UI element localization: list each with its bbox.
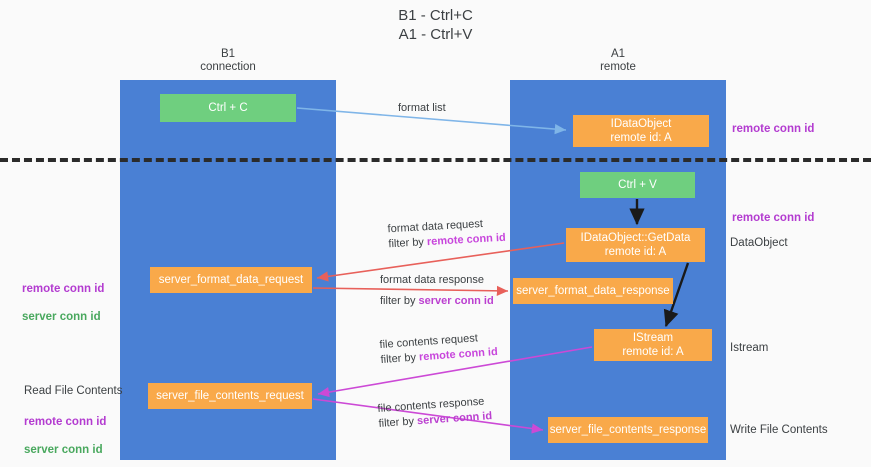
side-label-write-file-contents: Write File Contents — [730, 424, 828, 436]
node-server-format-data-request[interactable]: server_format_data_request — [150, 267, 312, 293]
id-pair-server-label: server conn id — [24, 444, 103, 456]
side-label-read-file-contents: Read File Contents — [24, 385, 123, 397]
node-server-format-data-response[interactable]: server_format_data_response — [513, 278, 673, 304]
node-idataobject-getdata[interactable]: IDataObject::GetData remote id: A — [566, 228, 705, 262]
node-idataobject[interactable]: IDataObject remote id: A — [573, 115, 709, 147]
node-ctrl-v[interactable]: Ctrl + V — [580, 172, 695, 198]
filter-key: remote conn id — [426, 231, 506, 249]
node-server-file-contents-request[interactable]: server_file_contents_request — [148, 383, 312, 409]
arrow-label-format-data-request: format data request filter by remote con… — [387, 216, 506, 253]
arrow-label-line-filter: filter by server conn id — [380, 294, 494, 309]
section-divider — [0, 158, 871, 162]
filter-prefix: filter by — [380, 295, 419, 307]
id-pair-server-label: server conn id — [22, 311, 101, 323]
filter-key: server conn id — [418, 295, 494, 307]
node-server-file-contents-response[interactable]: server_file_contents_response — [548, 417, 708, 443]
lane-header-b1: B1 connection — [200, 48, 256, 73]
filter-prefix: filter by — [378, 415, 418, 430]
side-label-dataobject: DataObject — [730, 237, 788, 249]
page-title: B1 - Ctrl+C A1 - Ctrl+V — [398, 7, 473, 43]
side-label-id-pair-top: remote conn id server conn id — [22, 268, 104, 338]
side-label-remote-conn-id-mid: remote conn id — [732, 212, 815, 224]
arrow-label-format-list: format list — [398, 102, 446, 114]
lane-header-a1: A1 remote — [600, 48, 636, 73]
id-pair-remote-label: remote conn id — [24, 416, 107, 428]
side-label-istream: Istream — [730, 342, 769, 354]
node-ctrl-c[interactable]: Ctrl + C — [160, 94, 296, 122]
arrow-label-file-contents-request: file contents request filter by remote c… — [379, 330, 498, 368]
filter-key: server conn id — [416, 410, 493, 428]
arrow-label-line-primary: format data response — [380, 274, 484, 286]
filter-prefix: filter by — [388, 236, 428, 251]
side-label-remote-conn-id-top: remote conn id — [732, 123, 815, 135]
filter-key: remote conn id — [418, 345, 499, 364]
side-label-id-pair-bottom: remote conn id server conn id — [24, 401, 106, 467]
node-istream[interactable]: IStream remote id: A — [594, 329, 712, 361]
arrow-label-file-contents-response: file contents response filter by server … — [377, 394, 493, 432]
filter-prefix: filter by — [380, 351, 420, 367]
id-pair-remote-label: remote conn id — [22, 283, 105, 295]
arrow-label-format-data-response: format data response filter by server co… — [380, 273, 494, 309]
